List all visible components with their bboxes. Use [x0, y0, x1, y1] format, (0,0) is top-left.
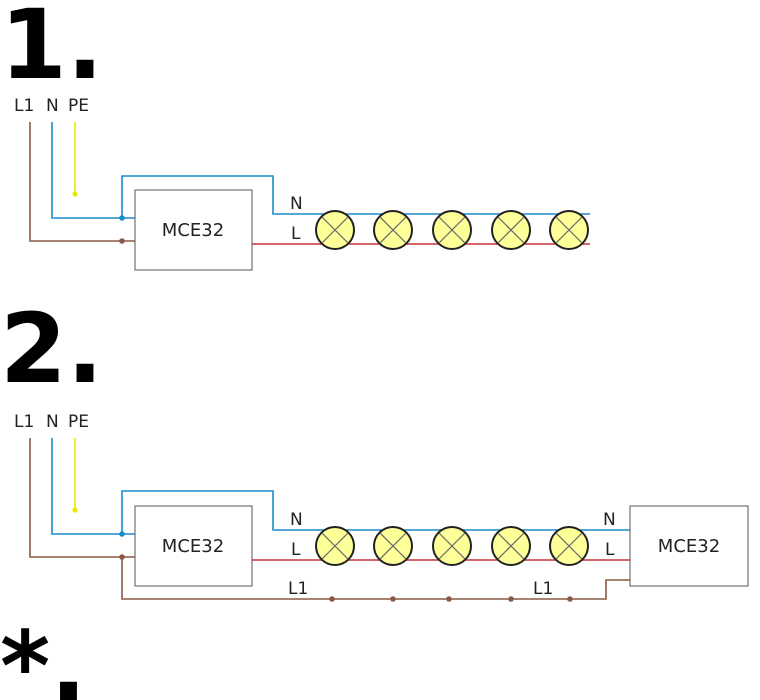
neutral-loop-wire — [121, 490, 316, 534]
neutral-junction — [119, 215, 125, 221]
earth-terminal — [72, 507, 78, 513]
lamp — [491, 526, 531, 566]
lamp — [491, 210, 531, 250]
supply-label-n: N — [46, 96, 59, 116]
lamp — [432, 210, 472, 250]
wire-label-n-right: N — [603, 510, 616, 530]
diagram-2-number: 2. — [0, 293, 103, 405]
controller-right-label: MCE32 — [658, 536, 720, 557]
l1-link-label: L1 — [533, 579, 553, 599]
lamp — [549, 526, 589, 566]
lamp — [432, 526, 472, 566]
lamp — [315, 526, 355, 566]
wire-label-n: N — [290, 510, 303, 530]
l1-link-junction — [567, 596, 573, 602]
controller-left-label: MCE32 — [162, 536, 224, 557]
l1-link-label: L1 — [288, 579, 308, 599]
supply-label-l1: L1 — [14, 412, 34, 432]
diagram-1: 1. L1 N PE MCE32 N L — [0, 0, 590, 271]
controller-mce32-right — [629, 505, 749, 587]
neutral-loop-wire — [121, 175, 316, 218]
neutral-supply-wire — [51, 438, 135, 535]
l1-link-junction — [508, 596, 514, 602]
supply-label-l1: L1 — [14, 96, 34, 116]
live-supply-wire — [29, 438, 135, 558]
wire-label-l: L — [291, 540, 301, 560]
controller-mce32-left — [134, 505, 253, 587]
diagram-2: 2. L1 N PE MCE32 MCE32 N L N L L1 — [0, 293, 749, 602]
l1-link-junction — [390, 596, 396, 602]
wire-label-n: N — [290, 194, 303, 214]
supply-label-pe: PE — [68, 96, 89, 116]
l1-link-junction — [329, 596, 335, 602]
l1-link-wire — [121, 557, 630, 600]
supply-label-pe: PE — [68, 412, 89, 432]
neutral-supply-wire — [51, 122, 135, 219]
controller-mce32 — [134, 189, 253, 271]
live-supply-wire — [29, 122, 135, 242]
wire-label-l-right: L — [605, 540, 615, 560]
wire-label-l: L — [291, 224, 301, 244]
lamp — [373, 526, 413, 566]
supply-label-n: N — [46, 412, 59, 432]
neutral-junction — [119, 531, 125, 537]
l1-link-junction — [446, 596, 452, 602]
lamp — [549, 210, 589, 250]
lamp — [373, 210, 413, 250]
footnote-marker: *. — [0, 611, 87, 700]
controller-label: MCE32 — [162, 220, 224, 241]
live-junction — [119, 238, 125, 244]
lamp — [315, 210, 355, 250]
earth-terminal — [72, 191, 78, 197]
diagram-1-number: 1. — [0, 0, 103, 101]
